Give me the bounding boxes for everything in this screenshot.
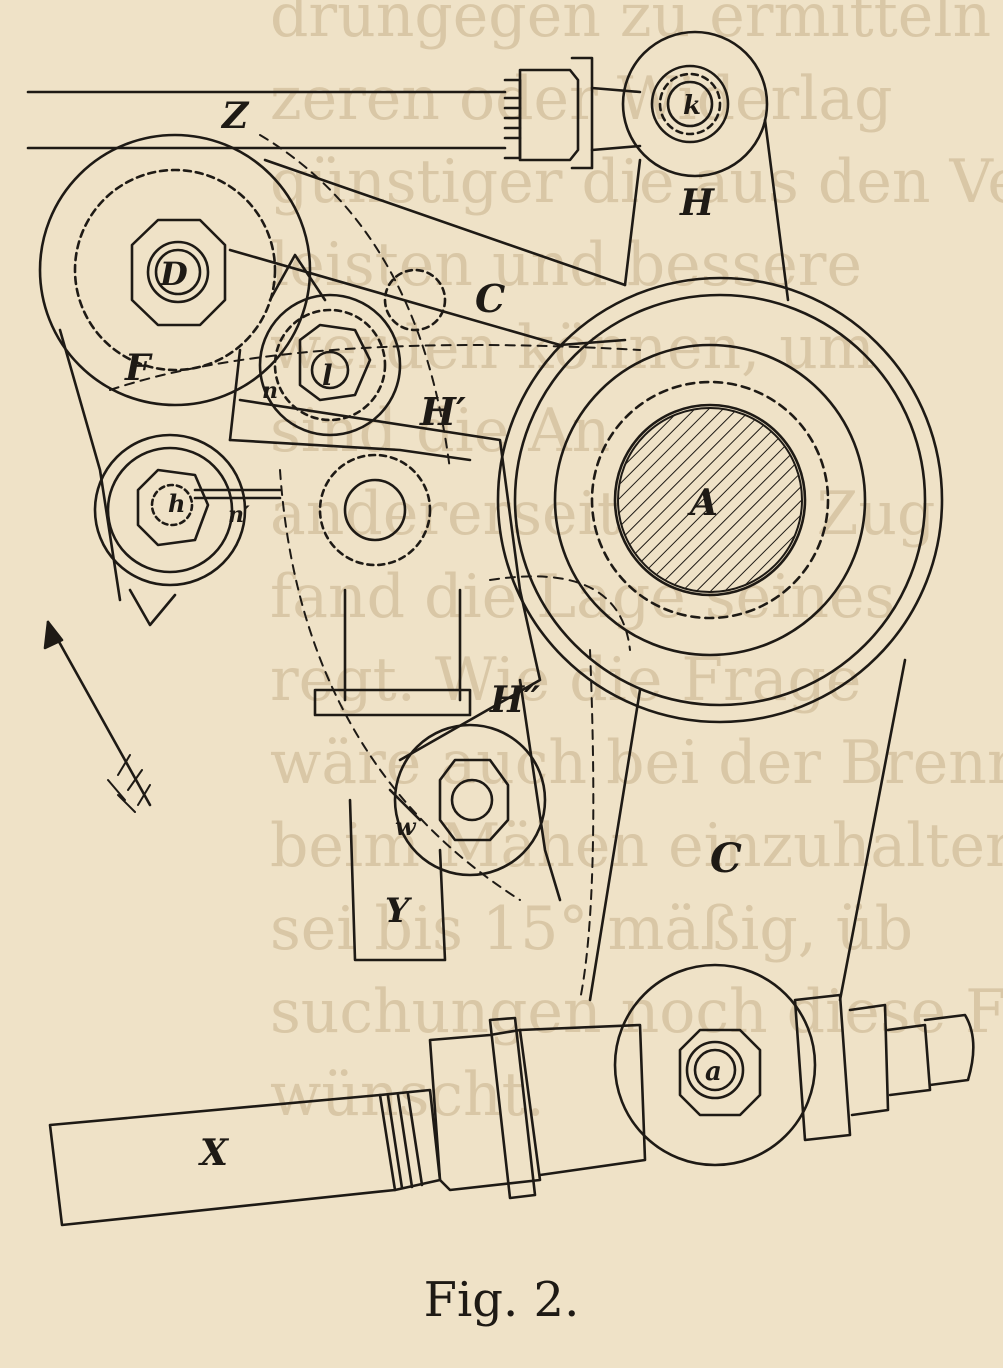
- label-h-dprime: H″: [489, 679, 540, 721]
- pin-h: [93, 433, 282, 587]
- label-n-prime: n′: [228, 502, 250, 528]
- arm-h-upper: [621, 30, 790, 302]
- label-n: n: [262, 378, 278, 404]
- label-c-top: C: [475, 276, 505, 321]
- background-text-line: beim Mähen einzuhalten,: [270, 811, 1003, 881]
- figure-caption: Fig. 2.: [423, 1272, 580, 1328]
- motion-arcs: [109, 134, 641, 1001]
- label-h-top: H: [679, 182, 715, 224]
- part-labels: Z k H D C F l n H′ A h n′ H″ w Y C a X: [124, 91, 742, 1174]
- background-text-line: wäre auch bei der Brenne: [270, 728, 1003, 798]
- background-text-line: suchungen noch diese Fr: [270, 977, 1003, 1047]
- label-w: w: [395, 812, 417, 841]
- label-z: Z: [220, 95, 250, 137]
- rod-y: [348, 798, 447, 962]
- label-y: Y: [385, 891, 412, 931]
- background-text-line: fand die Lage seines: [270, 562, 895, 632]
- background-text-line: andererseits vom Zug: [270, 479, 935, 549]
- hub-a: [496, 276, 944, 724]
- label-x: X: [198, 1132, 230, 1174]
- label-k: k: [683, 91, 701, 121]
- label-d: D: [159, 255, 188, 293]
- lever-c: [228, 158, 627, 437]
- arm-c-lower: [588, 658, 907, 1167]
- background-text-line: zeren oder Widerlag: [270, 64, 893, 134]
- rod-x: [48, 993, 975, 1227]
- lever-f: [38, 133, 312, 627]
- label-l: l: [322, 359, 333, 392]
- background-text-line: drungegen zu ermitteln: [270, 0, 991, 51]
- label-h-prime: H′: [419, 389, 466, 434]
- background-text-line: werden können, um: [270, 313, 875, 383]
- label-f: F: [124, 347, 153, 389]
- direction-arrow: [43, 620, 152, 813]
- background-text-line: regt. Wie die Frage: [270, 645, 861, 715]
- label-c-bottom: C: [710, 835, 742, 882]
- mechanism-drawing: [26, 30, 975, 1227]
- label-a-pin: a: [705, 1057, 722, 1087]
- label-h-pin: h: [168, 489, 185, 518]
- rod-z: [26, 56, 642, 170]
- arm-h-prime: [228, 398, 562, 902]
- label-a-hub: A: [687, 482, 718, 524]
- background-text-line: sei bis 15° mäßig, üb: [270, 894, 913, 964]
